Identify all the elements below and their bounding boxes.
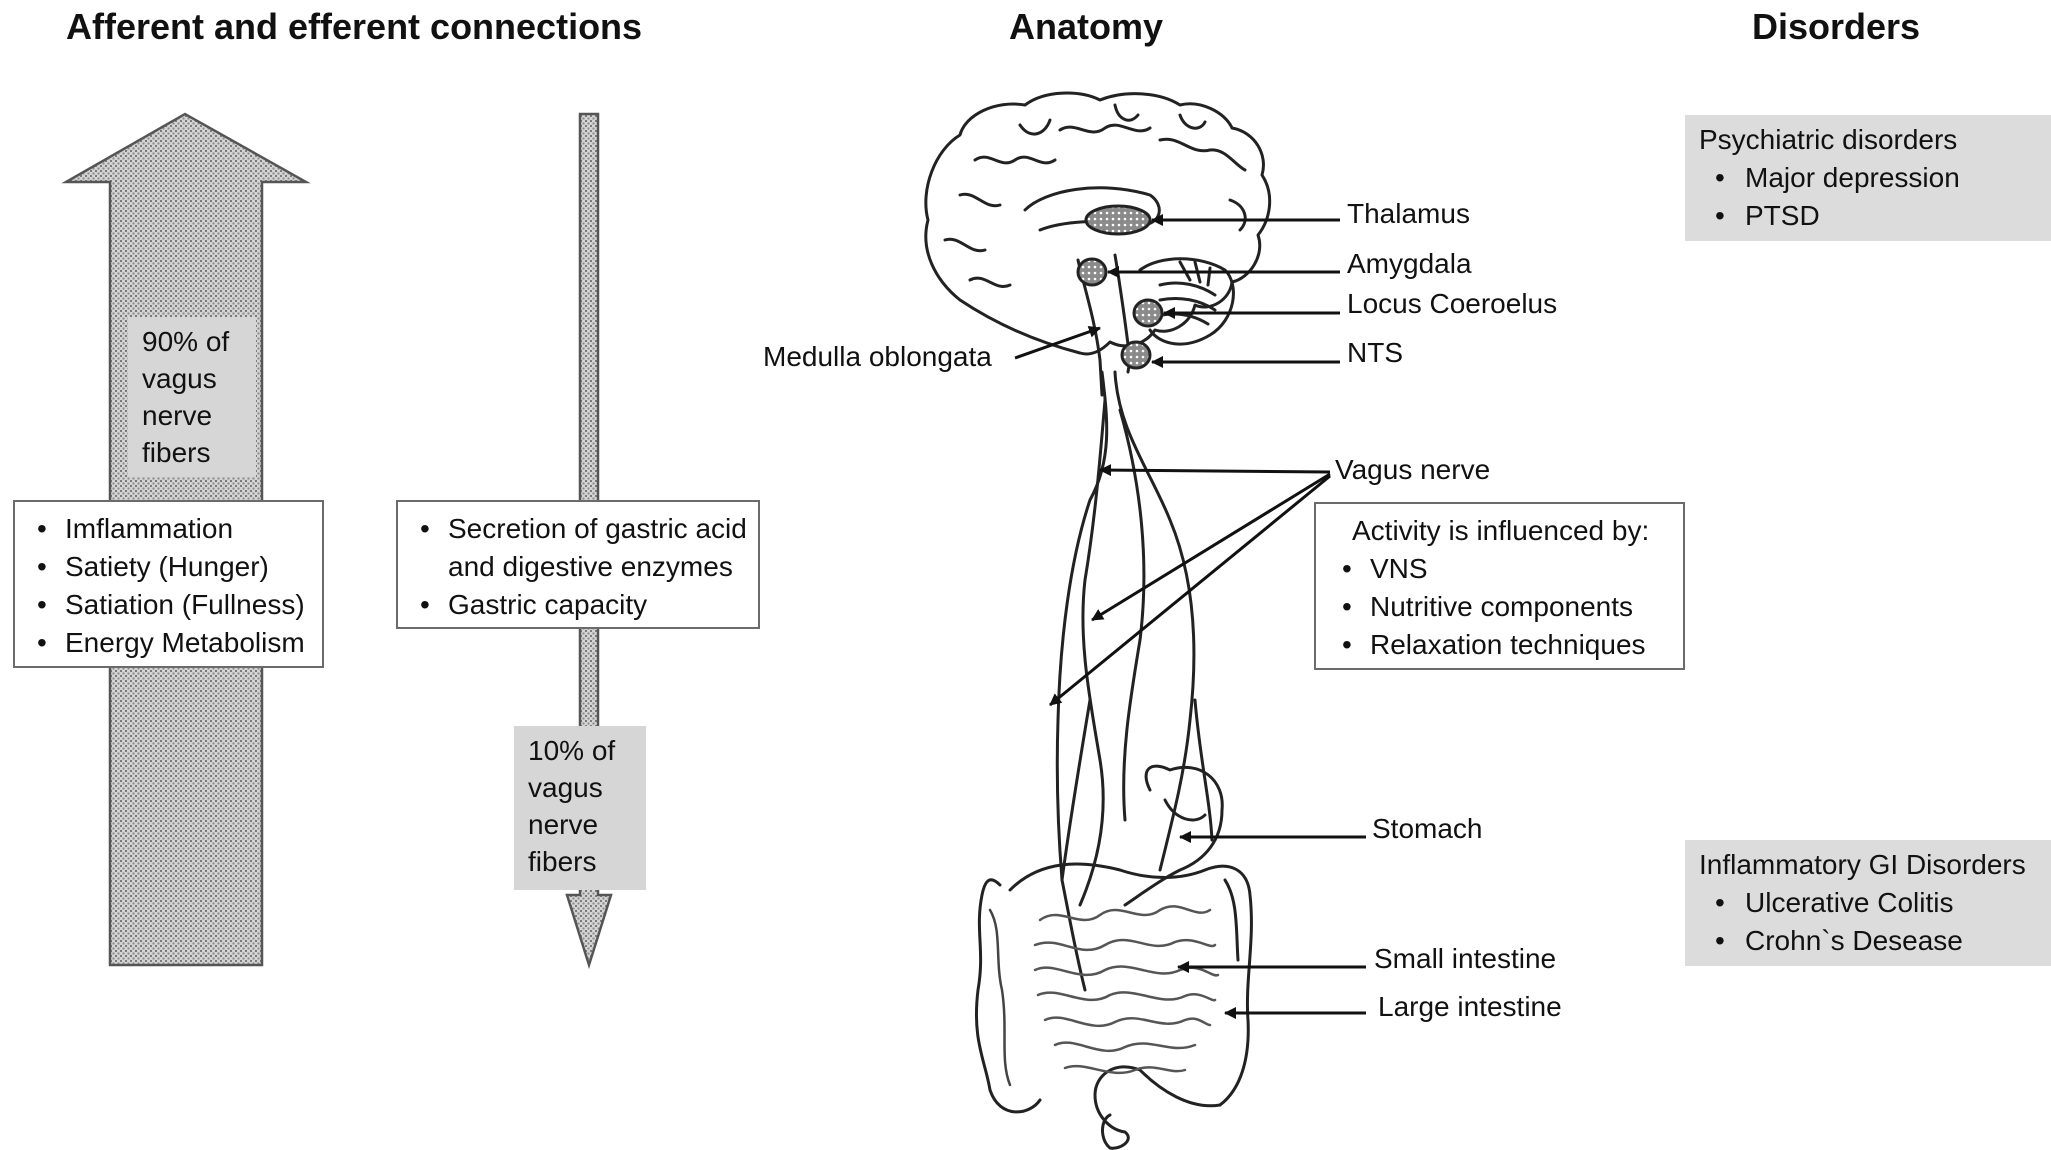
activity-title: Activity is influenced by:	[1328, 512, 1673, 550]
activity-item: VNS	[1370, 550, 1673, 588]
label-locus-coeroelus: Locus Coeroelus	[1347, 288, 1557, 320]
afferent-item: Satiation (Fullness)	[65, 586, 314, 624]
gi-disorders-box: Inflammatory GI Disorders Ulcerative Col…	[1685, 840, 2051, 966]
amygdala-shape	[1078, 259, 1106, 285]
small-intestine-loops	[1035, 906, 1218, 1073]
efferent-item: Gastric capacity	[448, 586, 750, 624]
afferent-item: Satiety (Hunger)	[65, 548, 314, 586]
efferent-percent-label: 10% of vagus nerve fibers	[514, 726, 646, 890]
vagus-pointer-1	[1100, 470, 1330, 472]
label-amygdala: Amygdala	[1347, 248, 1472, 280]
psychiatric-disorders-box: Psychiatric disorders Major depression P…	[1685, 115, 2051, 241]
nts-shape	[1122, 342, 1150, 368]
label-vagus-nerve: Vagus nerve	[1335, 454, 1490, 486]
gi-disorder-item: Crohn`s Desease	[1745, 922, 2037, 960]
esophagus	[1062, 700, 1090, 880]
psychiatric-disorder-item: PTSD	[1745, 197, 2037, 235]
afferent-percent-label: 90% of vagus nerve fibers	[128, 317, 256, 477]
label-nts: NTS	[1347, 337, 1403, 369]
label-thalamus: Thalamus	[1347, 198, 1470, 230]
activity-item: Nutritive components	[1370, 588, 1673, 626]
vagus-pointer-3	[1050, 476, 1330, 705]
label-large-intestine: Large intestine	[1378, 991, 1562, 1023]
efferent-item: Secretion of gastric acid and digestive …	[448, 510, 750, 586]
efferent-functions-box: Secretion of gastric acid and digestive …	[396, 500, 760, 629]
gi-disorder-item: Ulcerative Colitis	[1745, 884, 2037, 922]
label-medulla-oblongata: Medulla oblongata	[763, 341, 992, 373]
activity-item: Relaxation techniques	[1370, 626, 1673, 664]
activity-influence-box: Activity is influenced by: VNS Nutritive…	[1314, 502, 1685, 670]
locus-coeroelus-shape	[1134, 300, 1162, 326]
gi-disorders-title: Inflammatory GI Disorders	[1699, 846, 2037, 884]
vagus-pointer-2	[1092, 474, 1330, 620]
thalamus-shape	[1086, 206, 1150, 234]
afferent-item: Energy Metabolism	[65, 624, 314, 662]
label-small-intestine: Small intestine	[1374, 943, 1556, 975]
label-stomach: Stomach	[1372, 813, 1483, 845]
afferent-item: Imflammation	[65, 510, 314, 548]
afferent-functions-box: Imflammation Satiety (Hunger) Satiation …	[13, 500, 324, 668]
psychiatric-disorder-item: Major depression	[1745, 159, 2037, 197]
psychiatric-disorders-title: Psychiatric disorders	[1699, 121, 2037, 159]
